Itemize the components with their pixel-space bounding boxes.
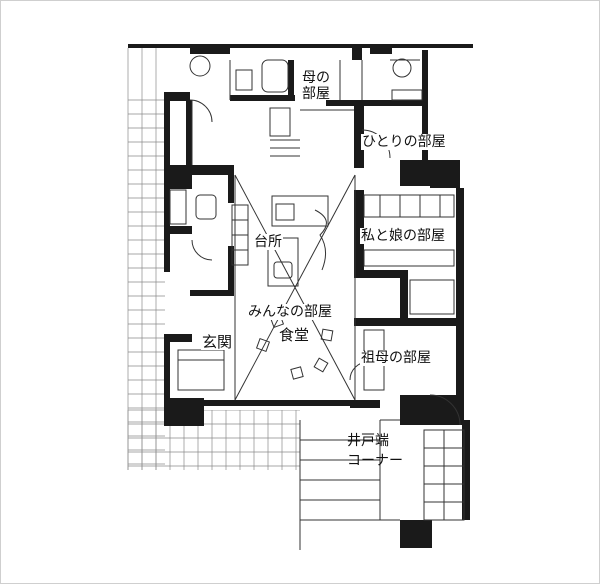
exterior-paving-grid-bottom: [127, 409, 300, 470]
room-label-solo: ひとりの部屋: [361, 134, 447, 150]
room-label-mother: 母の 部屋: [302, 70, 330, 102]
fixtures: [169, 55, 465, 550]
room-label-well-corner: 井戸端 コーナー: [347, 433, 403, 469]
room-label-everyone: みんなの部屋: [247, 304, 333, 320]
room-label-grandmother: 祖母の部屋: [360, 350, 432, 366]
walls: [128, 44, 473, 548]
room-label-entrance: 玄関: [201, 333, 234, 351]
room-label-kitchen: 台所: [253, 234, 283, 250]
room-label-me-daughter: 私と娘の部屋: [360, 228, 446, 244]
room-label-dining: 食堂: [278, 326, 311, 344]
exterior-paving-grid-left: [127, 48, 165, 470]
